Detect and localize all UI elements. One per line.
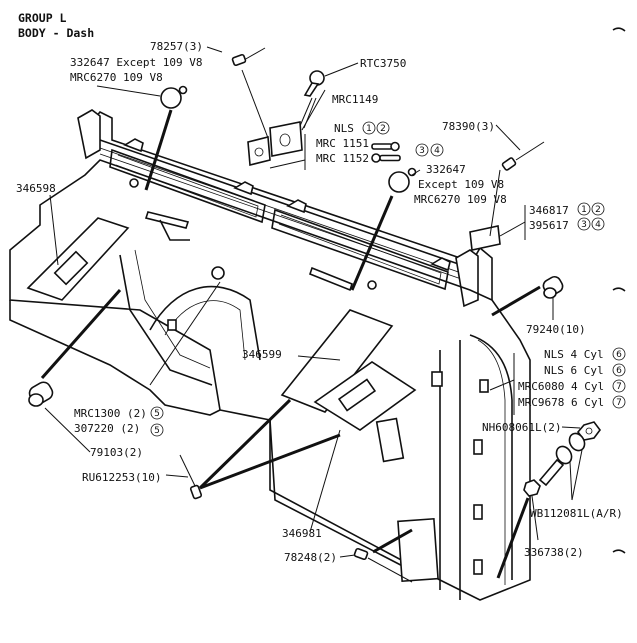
svg-text:1: 1 [581,205,587,215]
svg-text:2: 2 [380,124,386,134]
callout-3: 3 [415,143,429,157]
svg-text:1: 1 [366,124,372,134]
label-336738: 336738(2) [524,546,584,559]
label-346599: 346599 [242,348,282,361]
callout-7a: 7 [612,379,626,393]
svg-text:5: 5 [154,426,160,436]
callout-5a: 5 [150,406,164,420]
dash-panel-body [9,109,531,601]
group-title: GROUP L [18,11,67,25]
svg-text:5: 5 [154,409,160,419]
grommet-79240 [542,275,564,299]
washer-wb112081l [555,432,586,465]
label-mrc1149: MRC1149 [332,93,378,106]
label-wb112081l: WB112081L(A/R) [530,507,623,520]
callout-4b: 4 [591,217,605,231]
label-332647-right: 332647 [426,163,466,176]
label-346817: 346817 [529,204,569,217]
corner-mark [612,287,626,292]
label-395617: 395617 [529,219,569,232]
callout-7b: 7 [612,395,626,409]
label-79240: 79240(10) [526,323,586,336]
link-mrc1152 [371,153,401,163]
label-78248: 78248(2) [284,551,337,564]
label-mrc1151: MRC 1151 [316,137,369,150]
svg-text:2: 2 [595,205,601,215]
label-nls-4cyl: NLS 4 Cyl [544,348,604,361]
label-nls-6cyl: NLS 6 Cyl [544,364,604,377]
label-78257: 78257(3) [150,40,203,53]
label-mrc6080: MRC6080 4 Cyl [518,380,604,393]
knob-332647 [160,85,188,109]
label-mrc6270: MRC6270 109 V8 [70,71,163,84]
label-mrc6270-right: MRC6270 109 V8 [414,193,507,206]
label-mrc1300: MRC1300 (2) [74,407,147,420]
label-ru612253: RU612253(10) [82,471,161,484]
rivet-ru612253 [179,454,203,500]
link-mrc1151 [371,141,400,152]
svg-text:7: 7 [616,398,622,408]
bolt-336738 [523,458,565,497]
callout-6b: 6 [612,363,626,377]
label-nh608061l: NH608061L(2) [482,421,561,434]
knob-332647-right [388,167,417,193]
rivet-78248 [353,547,413,583]
svg-text:4: 4 [434,146,440,156]
nut-nh608061l [576,421,601,441]
grommet-79103 [28,381,54,407]
label-332647-except: 332647 Except 109 V8 [70,56,202,69]
plate-346817 [469,225,501,251]
callout-6a: 6 [612,347,626,361]
rivet-78257 [231,47,266,67]
callout-1b: 1 [577,202,591,216]
svg-text:3: 3 [419,146,425,156]
label-rtc3750: RTC3750 [360,57,406,70]
label-78390: 78390(3) [442,120,495,133]
callout-1: 1 [362,121,376,135]
panel-346981 [313,361,417,431]
label-346981: 346981 [282,527,322,540]
section-title: BODY - Dash [18,26,94,40]
label-346598: 346598 [16,182,56,195]
svg-text:7: 7 [616,382,622,392]
label-nls-12: NLS [334,122,354,135]
rivet-78390 [501,141,545,171]
svg-text:6: 6 [616,350,622,360]
bracket-mrc1149 [247,121,303,167]
clip-rtc3750 [303,70,325,97]
callout-3b: 3 [577,217,591,231]
callout-5b: 5 [150,423,164,437]
svg-text:4: 4 [595,220,601,230]
label-mrc1152: MRC 1152 [316,152,369,165]
label-79103: 79103(2) [90,446,143,459]
callout-4: 4 [430,143,444,157]
callout-2: 2 [376,121,390,135]
label-307220: 307220 (2) [74,422,140,435]
callout-2b: 2 [591,202,605,216]
corner-mark [612,27,626,32]
panel-346599 [280,309,394,413]
panel-346598 [26,217,130,301]
label-mrc9678: MRC9678 6 Cyl [518,396,604,409]
leader-lines [40,46,583,579]
label-except-109-v8: Except 109 V8 [418,178,504,191]
svg-text:3: 3 [581,220,587,230]
corner-mark [612,549,626,554]
svg-text:6: 6 [616,366,622,376]
